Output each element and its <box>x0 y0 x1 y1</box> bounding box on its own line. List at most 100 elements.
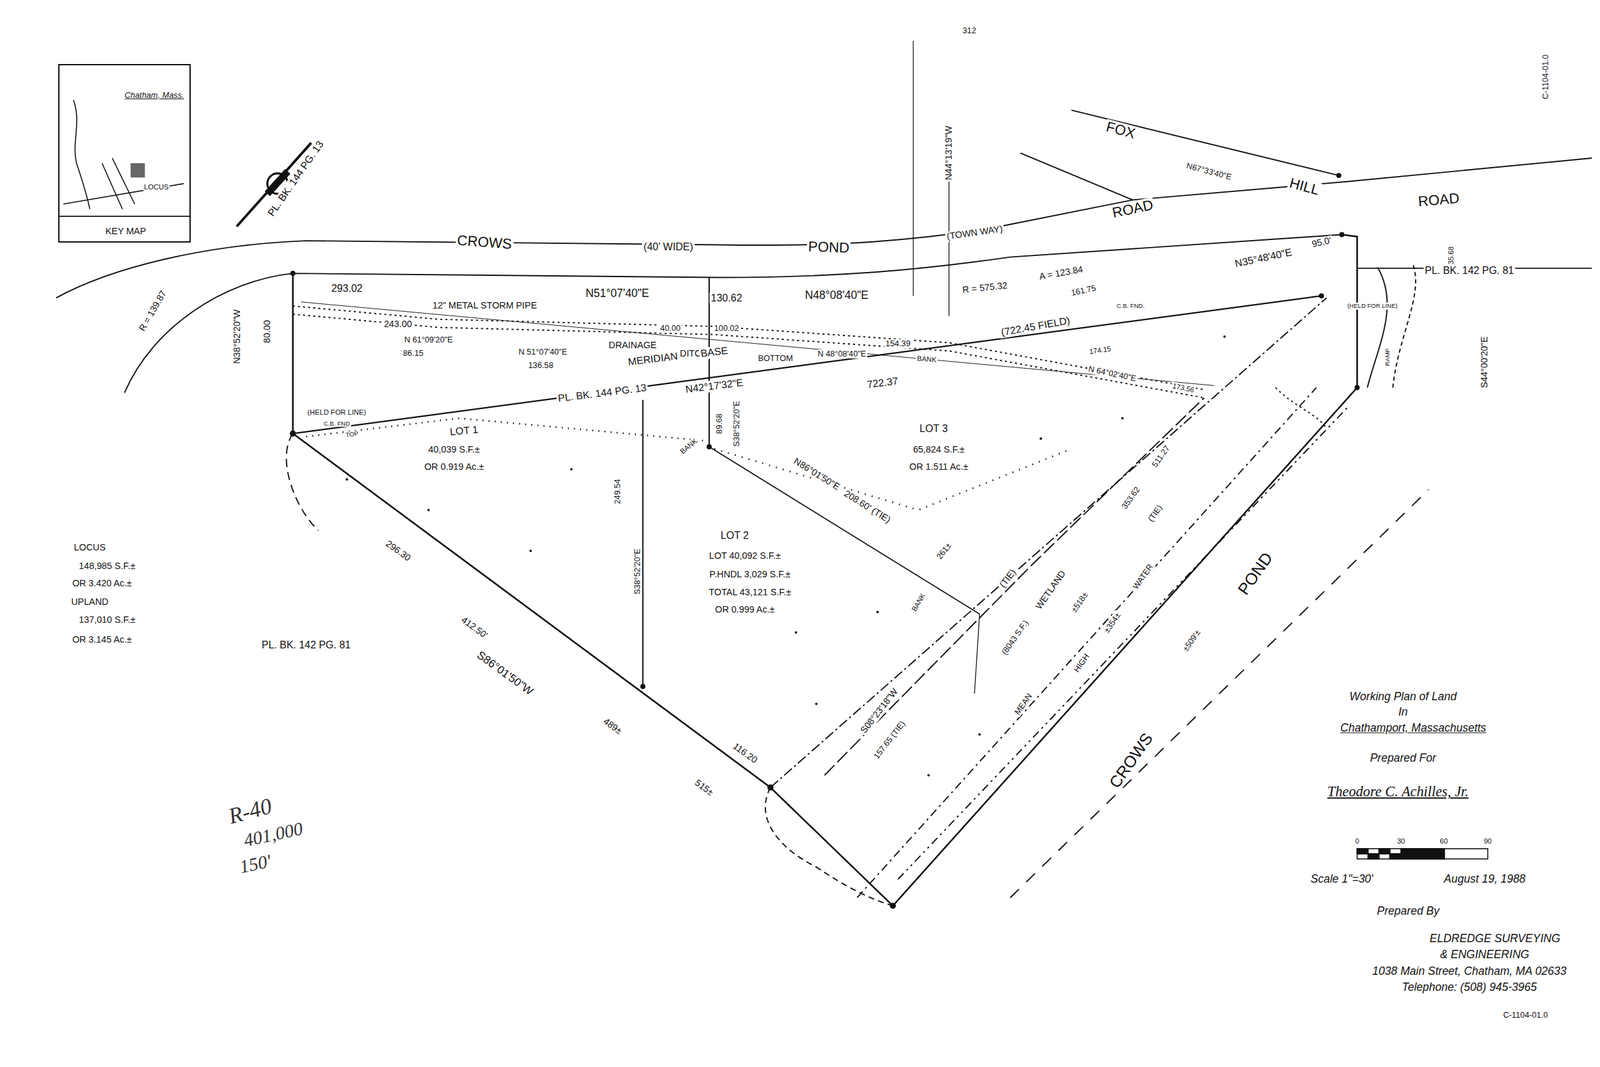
plan-annotation: 249.54 <box>613 478 623 506</box>
plan-annotation: (HELD FOR LINE) <box>305 408 368 416</box>
plan-annotation: OR 3.145 Ac.± <box>71 634 134 646</box>
plan-annotation: BANK <box>909 590 928 614</box>
key-map-text: KEY MAP <box>104 226 147 237</box>
plan-annotation: 130.62 <box>709 292 744 304</box>
plan-annotation: OR 1.511 Ac.± <box>908 462 970 473</box>
plan-annotation: POND <box>1233 547 1277 600</box>
plan-annotation: PL. BK. 144 PG. 13 <box>556 381 649 404</box>
key-map-text: Chatham, Mass. <box>124 90 185 100</box>
plan-annotation: S38°52'20"E <box>732 399 742 448</box>
title-text: Prepared By <box>1376 904 1441 918</box>
title-text: In <box>1397 705 1410 719</box>
plan-annotation: 86.15 <box>401 348 425 358</box>
plan-annotation: HILL <box>1286 174 1323 199</box>
plan-annotation: 136.58 <box>527 360 555 370</box>
handwritten-note: R-40 <box>224 793 276 830</box>
plan-annotation: LOT 1 <box>448 423 480 438</box>
plan-annotation: BOTTOM <box>757 353 795 363</box>
plan-annotation: BASE <box>698 344 730 360</box>
plan-annotation: 100.02 <box>712 323 741 333</box>
plan-annotation: C-1104-01.0 <box>1541 53 1551 101</box>
plan-annotation: OR 0.919 Ac.± <box>423 462 486 473</box>
plan-annotation: RAMP <box>1384 346 1392 368</box>
plan-annotation: (TIE) <box>1145 502 1165 525</box>
plan-annotation: 80.00 <box>262 318 273 345</box>
plan-annotation: 722.37 <box>865 375 900 391</box>
plan-annotation: 95.0' <box>1309 235 1334 251</box>
plan-annotation: 148,985 S.F.± <box>77 561 137 572</box>
plan-annotation: 90 <box>1482 837 1493 845</box>
plan-annotation: DRAINAGE <box>607 341 658 352</box>
plan-annotation: 296.30 <box>382 538 414 565</box>
plan-annotation: TOTAL 43,121 S.F.± <box>707 587 793 598</box>
plan-annotation: 243.00 <box>382 319 414 330</box>
plan-annotation: C-1104-01.0 <box>1502 1010 1550 1020</box>
handwritten-note: 150' <box>236 850 274 878</box>
plan-annotation: LOCUS <box>72 542 107 553</box>
plan-annotation: S86°01'50"W <box>473 648 537 699</box>
plan-annotation: LOT 2 <box>719 529 751 542</box>
plan-annotation: C.B. FND. <box>1115 302 1147 310</box>
plan-annotation: HIGH <box>1071 651 1092 676</box>
plan-annotation: R = 139.87 <box>136 288 170 335</box>
title-text: ELDREDGE SURVEYING <box>1428 932 1562 945</box>
plan-annotation: OR 3.420 Ac.± <box>71 578 134 589</box>
plan-annotation: 0 <box>1353 837 1360 845</box>
plan-annotation: C.B. FND <box>322 419 352 427</box>
plan-annotation: ROAD <box>1416 190 1462 210</box>
plan-annotation: N51°07'40"E <box>584 288 651 301</box>
plan-annotation: 261± <box>933 540 954 562</box>
plan-annotation: TOP <box>344 430 361 440</box>
plan-annotation: (40' WIDE) <box>642 241 695 253</box>
plan-annotation: 208.60' (TIE) <box>840 488 894 527</box>
plan-annotation: N 51°07'40"E <box>517 347 569 357</box>
plan-annotation: LOT 3 <box>918 423 950 435</box>
plan-annotation: UPLAND <box>69 597 110 608</box>
plan-annotation: 40,039 S.F.± <box>426 444 481 456</box>
plan-annotation: N44°13'19"W <box>944 124 955 182</box>
plan-annotation: S44°00'20"E <box>1479 335 1490 390</box>
title-text: 1038 Main Street, Chatham, MA 02633 <box>1370 965 1568 978</box>
plan-annotation: (TOWN WAY) <box>944 223 1005 242</box>
plan-annotation: 65,824 S.F.± <box>912 444 966 456</box>
plan-annotation: PL. BK. 142 PG. 81 <box>260 639 352 651</box>
plan-annotation: 154.39 <box>884 339 912 349</box>
plan-annotation: N35°48'40"E <box>1232 246 1295 271</box>
title-text: Prepared For <box>1368 752 1438 765</box>
title-text: Working Plan of Land <box>1348 690 1458 703</box>
plan-annotation: 412.50' <box>458 613 491 641</box>
plan-annotation: S38°52'20"E <box>632 547 642 596</box>
key-map-text: LOCUS <box>143 183 169 191</box>
plan-annotation: 60 <box>1438 837 1449 845</box>
plan-annotation: LOT 40,092 S.F.± <box>707 551 783 562</box>
plan-annotation: 353.62 <box>1119 483 1143 512</box>
plan-annotation: 30 <box>1395 837 1407 845</box>
plan-annotation: P.HNDL 3,029 S.F.± <box>708 569 793 580</box>
title-text: Theodore C. Achilles, Jr. <box>1326 784 1471 800</box>
plan-annotation: (8043 S.F.) <box>999 617 1032 658</box>
plan-annotation: 157.65 (TIE) <box>871 718 909 762</box>
plan-annotation: 89.68 <box>714 412 724 436</box>
plan-annotation: 312 <box>961 26 978 36</box>
plan-annotation: BANK <box>915 354 938 365</box>
plan-annotation: 174.15 <box>1087 344 1113 356</box>
plan-annotation: ±509'± <box>1180 627 1204 655</box>
title-text: August 19, 1988 <box>1442 873 1528 886</box>
plan-annotation: 293.02 <box>330 282 365 295</box>
plan-annotation: CROWS <box>1104 728 1157 792</box>
plan-annotation: WETLAND <box>1033 567 1069 613</box>
plan-annotation: N86°01'50"E <box>790 455 843 494</box>
plan-annotation: N67°33'40"E <box>1184 160 1234 182</box>
plan-annotation: PL. BK. 144 PG. 13 <box>264 137 327 219</box>
plan-annotation: N48°08'40"E <box>803 289 870 303</box>
plan-annotation: BANK <box>677 435 700 457</box>
plan-annotation: N 61°09'20"E <box>403 335 455 345</box>
plan-annotation: ROAD <box>1109 197 1156 222</box>
plan-annotation: R = 575.32 <box>960 280 1010 296</box>
title-text: & ENGINEERING <box>1438 949 1531 962</box>
plan-annotation: 161.75 <box>1069 283 1099 299</box>
plan-annotation: ±518± <box>1068 589 1091 616</box>
plan-annotation: MERIDIAN <box>626 350 680 368</box>
title-text: Telephone: (508) 945-3965 <box>1400 981 1539 994</box>
